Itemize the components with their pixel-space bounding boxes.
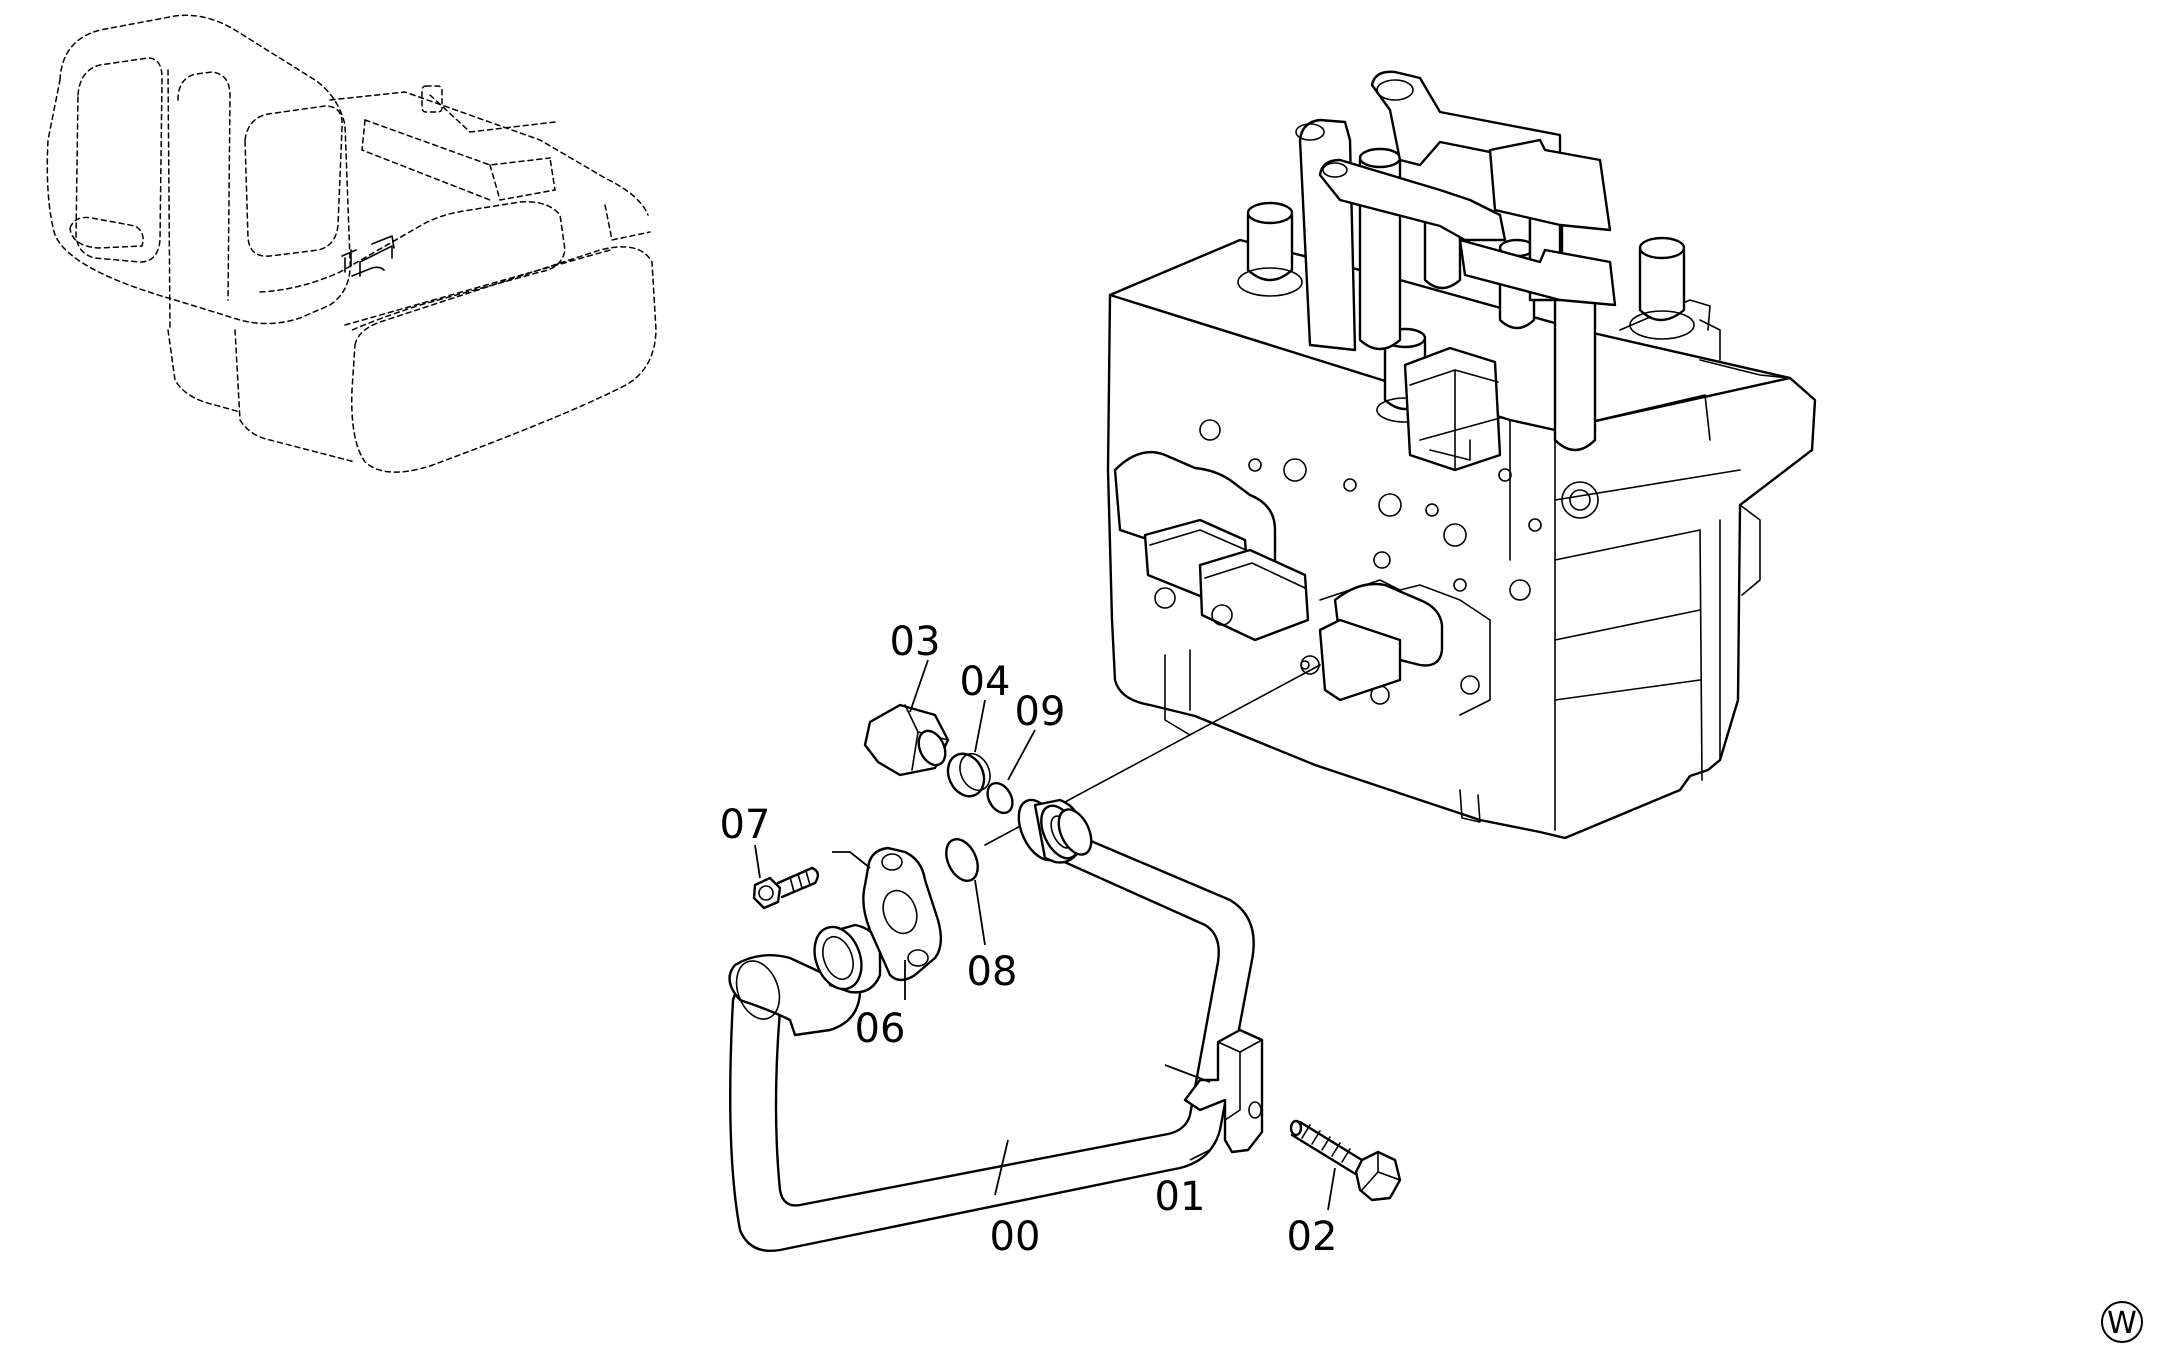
- corner-w-letter: W: [2107, 1306, 2137, 1341]
- label-06: 06: [855, 1006, 906, 1052]
- part-09-oring: [986, 781, 1014, 815]
- label-04: 04: [960, 659, 1011, 705]
- label-08: 08: [967, 949, 1018, 995]
- control-valve-illustration: [1106, 70, 1817, 840]
- part-03-plug: [863, 703, 950, 777]
- label-03: 03: [890, 619, 941, 665]
- corner-w-mark: W: [2101, 1301, 2143, 1343]
- part-01-bracket: [1183, 1028, 1264, 1154]
- part-06-flange: [862, 846, 943, 982]
- label-00: 00: [990, 1214, 1041, 1260]
- part-00-pipe: [728, 798, 1255, 1252]
- label-02: 02: [1287, 1214, 1338, 1260]
- leader-lines: [754, 659, 1336, 1211]
- label-09: 09: [1015, 689, 1066, 735]
- part-04-ring: [946, 752, 991, 798]
- part-02-bolt: [1289, 1119, 1402, 1202]
- part-labels: 03 04 09 07 08 06 01 00 02: [720, 619, 1338, 1260]
- label-01: 01: [1155, 1174, 1206, 1220]
- part-07-bolt: [752, 866, 820, 910]
- part-08-oring: [945, 838, 979, 882]
- machine-overview-illustration: [46, 14, 657, 473]
- label-07: 07: [720, 802, 771, 848]
